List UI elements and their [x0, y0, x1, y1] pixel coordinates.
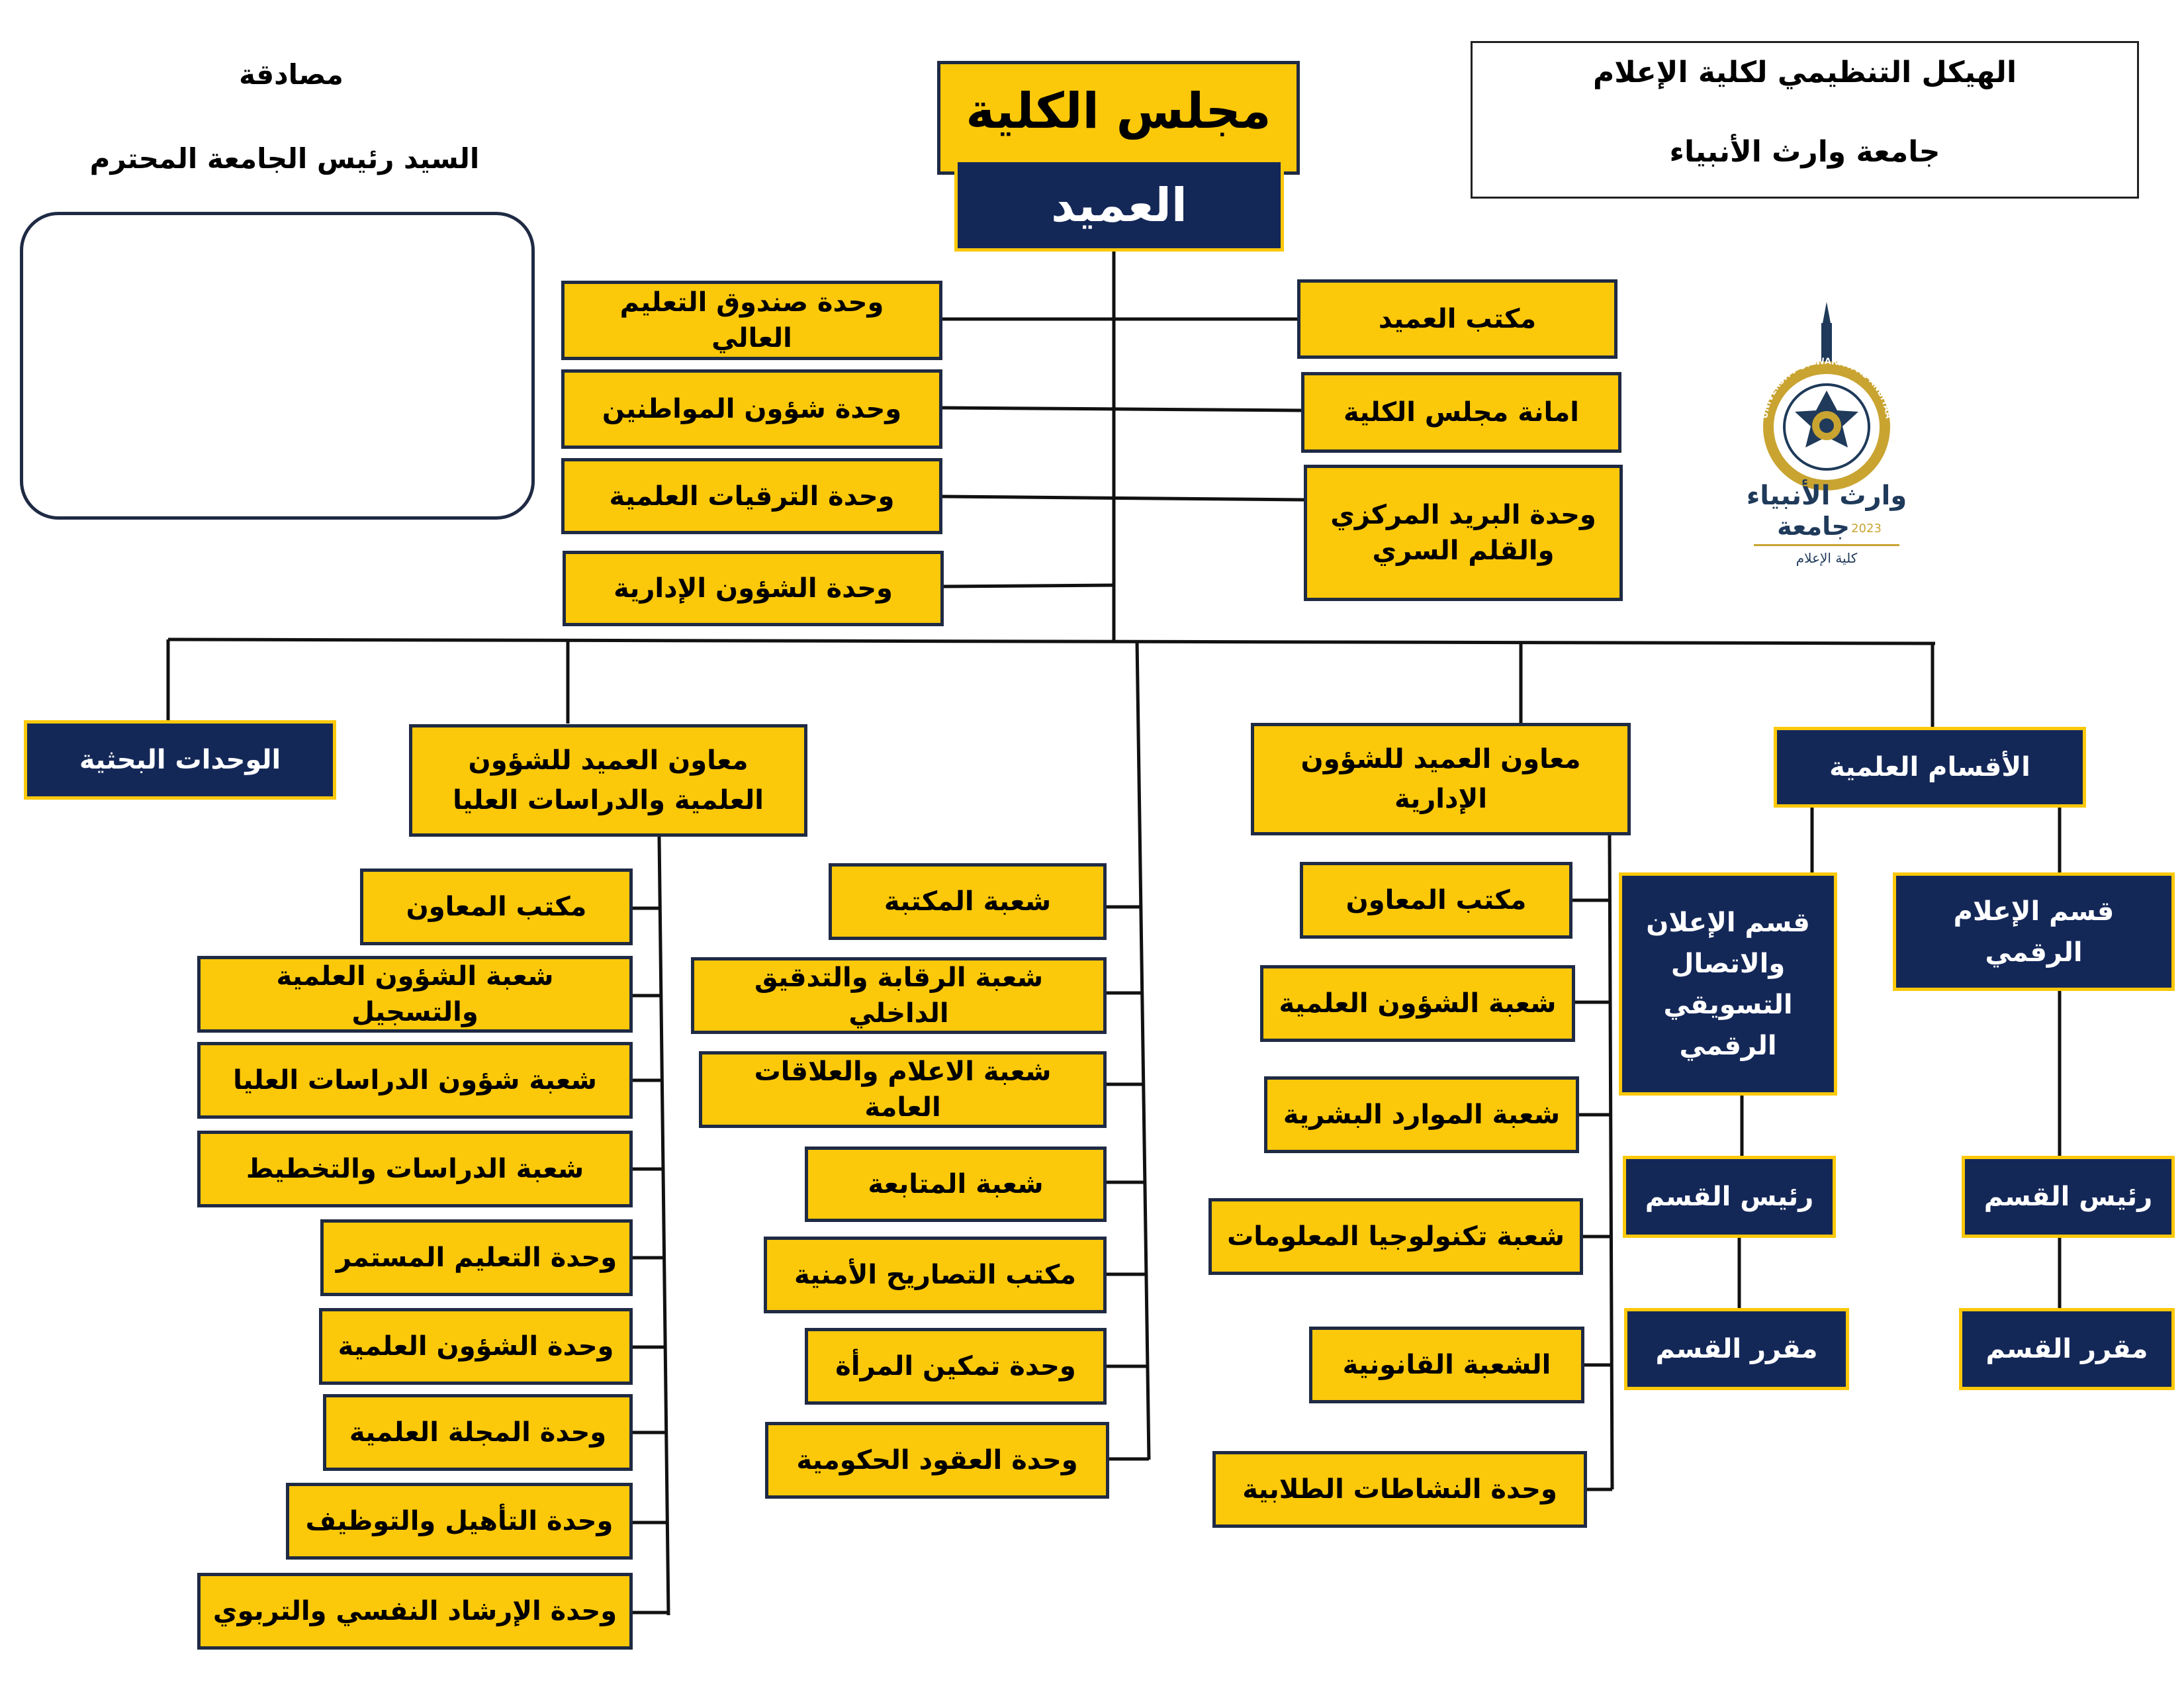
- student-activities-unit: وحدة النشاطات الطلابية: [1212, 1451, 1587, 1528]
- approval-label: مصادقة: [239, 58, 343, 91]
- scientific-registration-division: شعبة الشؤون العلمية والتسجيل: [197, 956, 633, 1033]
- scientific-assistant-dean-box: معاون العميد للشؤون العلمية والدراسات ال…: [409, 724, 807, 837]
- research-units-box: الوحدات البحثية: [24, 720, 336, 800]
- qualification-employment-unit: وحدة التأهيل والتوظيف: [286, 1483, 633, 1560]
- follow-up-division: شعبة المتابعة: [805, 1147, 1107, 1222]
- signature-box: [20, 212, 535, 520]
- chart-title: الهيكل التنظيمي لكلية الإعلام: [1592, 56, 2017, 89]
- administrative-assistant-dean-box: معاون العميد للشؤون الإدارية: [1251, 723, 1631, 835]
- library-division: شعبة المكتبة: [829, 863, 1107, 940]
- it-division: شعبة تكنولوجيا المعلومات: [1208, 1198, 1583, 1275]
- dean-box: العميد: [954, 159, 1284, 252]
- administrative-affairs-unit: وحدة الشؤون الإدارية: [563, 551, 944, 626]
- college-council-box: مجلس الكلية: [937, 61, 1300, 175]
- university-logo: UNIVERSITY OF WARITH AL-ANBIYAA وارث الأ…: [1747, 302, 1907, 566]
- scientific-departments-box: الأقسام العلمية: [1774, 727, 2086, 808]
- title-box: [1471, 41, 2139, 199]
- government-contracts-unit: وحدة العقود الحكومية: [765, 1422, 1109, 1499]
- central-mail-unit: وحدة البريد المركزي والقلم السري: [1304, 465, 1623, 601]
- audit-division: شعبة الرقابة والتدقيق الداخلي: [691, 957, 1107, 1034]
- advertising-department-head: رئيس القسم: [1623, 1156, 1836, 1238]
- graduate-studies-division: شعبة شؤون الدراسات العليا: [197, 1042, 633, 1119]
- digital-media-department-rapporteur: مقرر القسم: [1959, 1308, 2175, 1390]
- council-secretariat: امانة مجلس الكلية: [1301, 372, 1621, 453]
- citizens-affairs-unit: وحدة شؤون المواطنين: [561, 369, 942, 449]
- president-label: السيد رئيس الجامعة المحترم: [89, 142, 480, 175]
- women-empowerment-unit: وحدة تمكين المرأة: [805, 1328, 1107, 1405]
- scientific-promotions-unit: وحدة الترقيات العلمية: [561, 458, 942, 534]
- studies-planning-division: شعبة الدراسات والتخطيط: [197, 1131, 633, 1207]
- scientific-affairs-unit: وحدة الشؤون العلمية: [319, 1308, 633, 1385]
- scientific-journal-unit: وحدة المجلة العلمية: [323, 1394, 633, 1471]
- logo-college: كلية الإعلام: [1796, 550, 1858, 566]
- logo-name: وارث الأنبياء: [1747, 479, 1907, 511]
- logo-year: 2023: [1851, 522, 1882, 536]
- security-permits-office: مكتب التصاريح الأمنية: [764, 1237, 1107, 1313]
- human-resources-division: شعبة الموارد البشرية: [1264, 1076, 1579, 1153]
- sci-assistant-office: مكتب المعاون: [360, 868, 633, 945]
- media-relations-division: شعبة الاعلام والعلاقات العامة: [699, 1051, 1107, 1128]
- admin-scientific-affairs-division: شعبة الشؤون العلمية: [1260, 965, 1575, 1042]
- continuing-education-unit: وحدة التعليم المستمر: [320, 1219, 633, 1296]
- advertising-department-rapporteur: مقرر القسم: [1624, 1308, 1849, 1390]
- higher-education-fund-unit: وحدة صندوق التعليم العالي: [561, 281, 942, 360]
- logo-name2: جامعة: [1777, 512, 1850, 541]
- digital-media-department-box: قسم الإعلام الرقمي: [1893, 872, 2175, 991]
- digital-media-department-head: رئيس القسم: [1962, 1156, 2175, 1238]
- legal-division: الشعبة القانونية: [1309, 1327, 1584, 1403]
- dean-office: مكتب العميد: [1297, 279, 1617, 359]
- university-name: جامعة وارث الأنبياء: [1669, 135, 1940, 169]
- advertising-department-box: قسم الإعلان والاتصال التسويقي الرقمي: [1619, 872, 1837, 1096]
- counseling-unit: وحدة الإرشاد النفسي والتربوي: [197, 1573, 633, 1650]
- admin-assistant-office: مكتب المعاون: [1300, 862, 1572, 939]
